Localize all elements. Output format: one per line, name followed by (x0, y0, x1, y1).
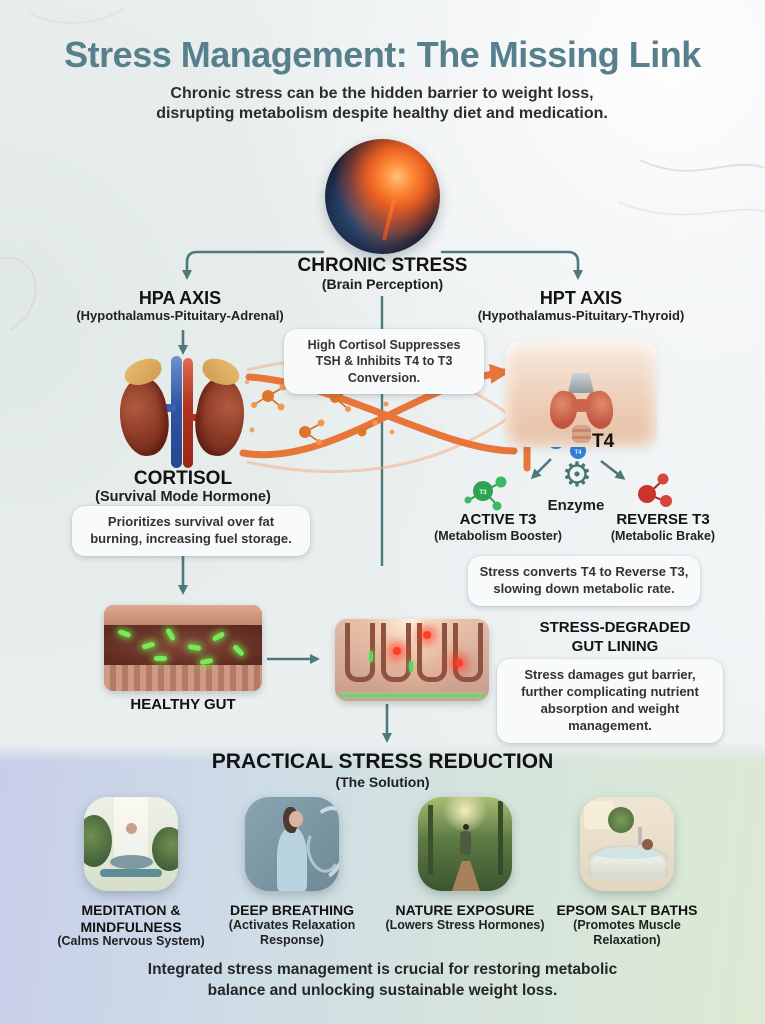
left-adrenal-gland (121, 355, 165, 389)
gut-wall-top (104, 605, 262, 625)
degraded-gut-photo (335, 619, 489, 701)
gut-barrier-line (339, 694, 485, 697)
connector-brain-to-hpt (440, 250, 583, 280)
connector-brain-to-hpa (182, 250, 325, 280)
card-breathing-sublabel: (Activates Relaxation Response) (228, 918, 356, 947)
bath-water (596, 849, 660, 859)
gut-villi-band (104, 665, 262, 691)
person-body (460, 831, 471, 855)
right-kidney (189, 374, 251, 460)
high-cortisol-callout: High Cortisol Suppresses TSH & Inhibits … (284, 329, 484, 394)
connector-t4-to-reverse-t3 (600, 459, 626, 480)
hpt-axis-label: HPT AXIS (539, 288, 623, 308)
person-head (463, 824, 469, 830)
reverse-t3-callout: Stress converts T4 to Reverse T3, slowin… (468, 556, 700, 606)
bacteria-speck-icon (369, 651, 373, 662)
reverse-t3-molecule-icon (638, 473, 672, 507)
healthy-gut-label: HEALTHY GUT (130, 696, 236, 713)
chronic-stress-sublabel: (Brain Perception) (321, 276, 444, 292)
chronic-stress-label: CHRONIC STRESS (297, 255, 468, 276)
gut-bacteria-icon (154, 656, 167, 661)
svg-text:T4: T4 (574, 450, 582, 456)
healthy-gut-photo (104, 605, 262, 691)
epsom-bath-photo (580, 797, 674, 891)
card-bath-sublabel: (Promotes Muscle Relaxation) (573, 918, 681, 947)
cortisol-sublabel: (Survival Mode Hormone) (95, 489, 271, 505)
larynx-shape (568, 373, 594, 393)
hpt-axis-sublabel: (Hypothalamus-Pituitary-Thyroid) (477, 308, 685, 323)
card-nature-label: NATURE EXPOSURE (395, 902, 535, 918)
active-t3-molecule-icon: T3 (464, 476, 507, 511)
page-subtitle: Chronic stress can be the hidden barrier… (156, 85, 608, 122)
hpa-axis-label: HPA AXIS (138, 288, 222, 308)
person-head (126, 823, 137, 834)
cortisol-label: CORTISOL (133, 468, 233, 489)
reverse-t3-sublabel: (Metabolic Brake) (610, 529, 716, 543)
degraded-gut-label: STRESS-DEGRADED GUT LINING (539, 619, 691, 655)
aorta-vessel (183, 358, 193, 468)
active-t3-sublabel: (Metabolism Booster) (434, 529, 562, 543)
left-kidney (113, 374, 175, 460)
nature-walk-photo (418, 797, 512, 891)
t4-label: T4 (592, 431, 615, 452)
plant-icon (608, 807, 634, 833)
inflammation-spot-icon (393, 647, 401, 655)
enzyme-label: Enzyme (547, 497, 605, 514)
forest-path (452, 861, 480, 891)
solution-subtitle: (The Solution) (335, 774, 430, 790)
tree-trunk (428, 805, 433, 875)
gut-villus (381, 623, 411, 682)
tree-trunk (498, 801, 503, 875)
solution-title: PRACTICAL STRESS REDUCTION (211, 750, 554, 773)
card-breathing-label: DEEP BREATHING (230, 902, 354, 918)
vena-cava-vessel (171, 356, 182, 468)
thyroid-neck-illustration (505, 341, 657, 447)
thyroid-isthmus (572, 399, 591, 412)
yoga-mat (100, 869, 162, 877)
person-body (277, 827, 307, 891)
person-head (642, 839, 653, 850)
svg-text:T3: T3 (479, 489, 487, 496)
card-meditation-label: MEDITATION & MINDFULNESS (80, 902, 182, 935)
brain-stress-photo (325, 139, 440, 254)
deep-breathing-photo (245, 797, 339, 891)
active-t3-label: ACTIVE T3 (459, 511, 537, 528)
person-legs (110, 855, 153, 869)
person-head (289, 811, 303, 827)
gut-villus (417, 623, 447, 682)
card-bath-label: EPSOM SALT BATHS (556, 902, 698, 918)
hpa-axis-sublabel: (Hypothalamus-Pituitary-Adrenal) (76, 308, 284, 323)
meditation-photo (84, 797, 178, 891)
plant-icon (84, 815, 112, 867)
inflammation-spot-icon (455, 659, 463, 667)
connector-t4-to-active-t3 (530, 458, 552, 480)
card-meditation-sublabel: (Calms Nervous System) (57, 934, 205, 948)
trachea-shape (572, 425, 591, 443)
page-title: Stress Management: The Missing Link (64, 34, 701, 75)
bacteria-speck-icon (409, 661, 413, 672)
card-nature-sublabel: (Lowers Stress Hormones) (385, 918, 545, 932)
closing-statement: Integrated stress management is crucial … (147, 961, 618, 999)
enzyme-gear-icon: ⚙ (561, 456, 593, 494)
faucet (638, 827, 642, 845)
plant-icon (152, 827, 178, 871)
adrenal-kidneys-illustration (113, 355, 251, 468)
cortisol-note-callout: Prioritizes survival over fat burning, i… (72, 506, 310, 556)
degraded-gut-callout: Stress damages gut barrier, further comp… (497, 659, 723, 743)
inflammation-spot-icon (423, 631, 431, 639)
gut-villus (453, 623, 483, 682)
cortisol-molecule-spheres (244, 379, 395, 445)
reverse-t3-label: REVERSE T3 (616, 511, 710, 528)
